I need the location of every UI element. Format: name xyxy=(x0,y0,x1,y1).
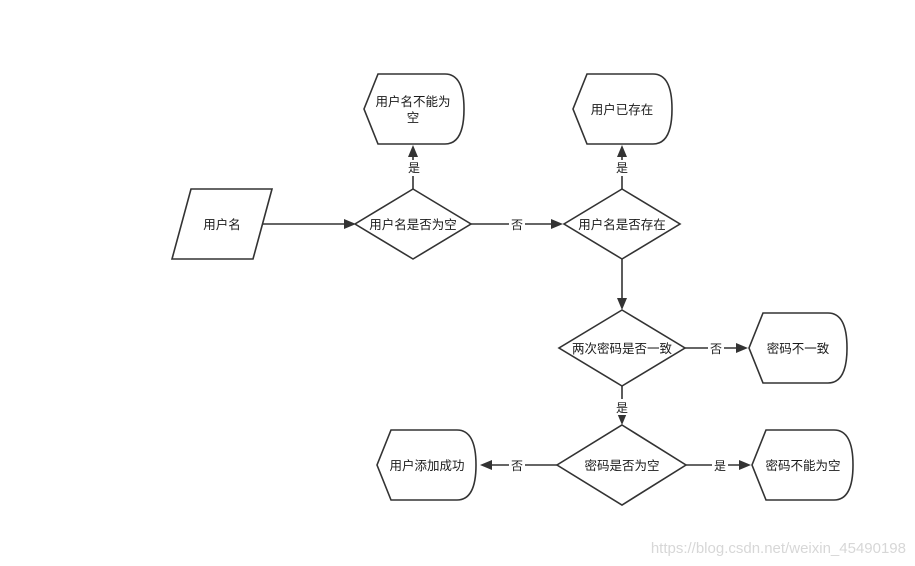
edge-label-yes: 是 xyxy=(408,161,420,175)
arrowhead xyxy=(617,145,627,157)
password-match-decision: 两次密码是否一致 xyxy=(557,309,687,387)
password-mismatch-display-label: 密码不一致 xyxy=(767,341,830,356)
arrowhead xyxy=(739,460,751,470)
edge-label-no: 否 xyxy=(511,459,523,473)
username-empty-decision-label: 用户名是否为空 xyxy=(369,217,457,232)
edge-labels: 是 否 是 否 是 是 否 xyxy=(406,160,728,473)
arrowhead xyxy=(736,343,748,353)
user-added-display-label: 用户添加成功 xyxy=(389,458,464,473)
edge-label-no: 否 xyxy=(710,342,722,356)
arrowhead xyxy=(344,219,356,229)
edge-label-no: 否 xyxy=(511,218,523,232)
username-empty-display-line1: 用户名不能为 xyxy=(375,94,450,109)
user-added-display: 用户添加成功 xyxy=(376,429,477,501)
username-empty-display-line2: 空 xyxy=(407,110,420,125)
connectors xyxy=(258,145,751,470)
input-username-node: 用户名 xyxy=(170,188,274,260)
edge-label-yes: 是 xyxy=(616,401,628,415)
password-mismatch-display: 密码不一致 xyxy=(748,312,848,384)
username-exists-decision-label: 用户名是否存在 xyxy=(578,217,666,232)
arrowhead xyxy=(480,460,492,470)
input-username-label: 用户名 xyxy=(203,217,241,232)
username-exists-display: 用户已存在 xyxy=(572,73,673,145)
arrowhead xyxy=(617,298,627,310)
password-match-decision-label: 两次密码是否一致 xyxy=(572,341,673,356)
password-empty-decision-label: 密码是否为空 xyxy=(584,458,659,473)
username-exists-display-label: 用户已存在 xyxy=(591,102,654,117)
username-empty-decision: 用户名是否为空 xyxy=(353,188,473,260)
watermark-text: https://blog.csdn.net/weixin_45490198 xyxy=(651,540,906,557)
password-empty-display-label: 密码不能为空 xyxy=(765,458,840,473)
edge-label-yes: 是 xyxy=(616,161,628,175)
arrowhead xyxy=(617,413,627,425)
edge-label-yes: 是 xyxy=(714,459,726,473)
password-empty-decision: 密码是否为空 xyxy=(555,424,688,506)
arrowhead xyxy=(408,145,418,157)
username-exists-decision: 用户名是否存在 xyxy=(562,188,682,260)
password-empty-display: 密码不能为空 xyxy=(751,429,854,501)
username-empty-display: 用户名不能为 空 xyxy=(363,73,465,145)
arrowhead xyxy=(551,219,563,229)
